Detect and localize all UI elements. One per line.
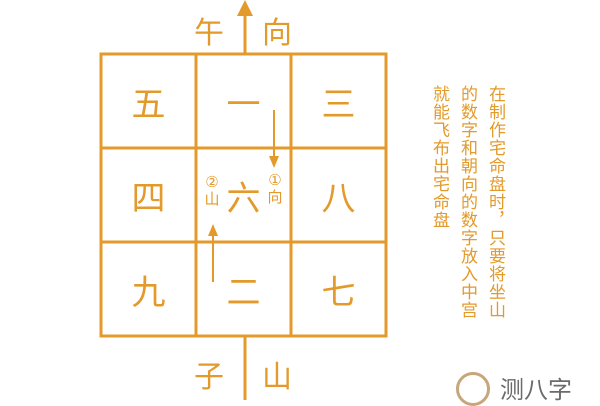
bottom-left-label: 子 [194,360,224,395]
cell-bottom-left: 九 [131,272,166,313]
north-arrowhead [237,0,253,16]
note-line-3: 就能飞布出宅命盘 [429,85,449,229]
arrow-up-head [208,224,218,236]
cell-top-center: 一 [226,84,261,125]
center-right-annotation: ① 向 [265,171,285,207]
cell-top-left: 五 [131,84,166,125]
center-right-number: ① [268,171,282,189]
cell-center: 六 [226,178,261,219]
top-right-label: 向 [262,16,292,51]
cell-middle-right: 八 [321,178,356,219]
cell-bottom-center: 二 [226,272,261,313]
cell-bottom-right: 七 [321,272,356,313]
arrow-down-head [269,156,279,168]
center-left-annotation: ② 山 [202,173,222,209]
top-left-label: 午 [194,16,224,51]
center-left-number: ② [205,173,219,191]
cell-middle-left: 四 [131,178,166,219]
bottom-right-label: 山 [262,360,292,395]
cell-top-right: 三 [321,84,356,125]
center-right-char: 向 [267,188,283,207]
center-left-char: 山 [204,190,220,209]
watermark-text: 测八字 [500,376,572,404]
note-line-2: 的数字和朝向的数字放入中宫 [457,85,477,319]
watermark-logo [456,372,490,406]
note-line-1: 在制作宅命盘时，只要将坐山 [485,85,505,319]
